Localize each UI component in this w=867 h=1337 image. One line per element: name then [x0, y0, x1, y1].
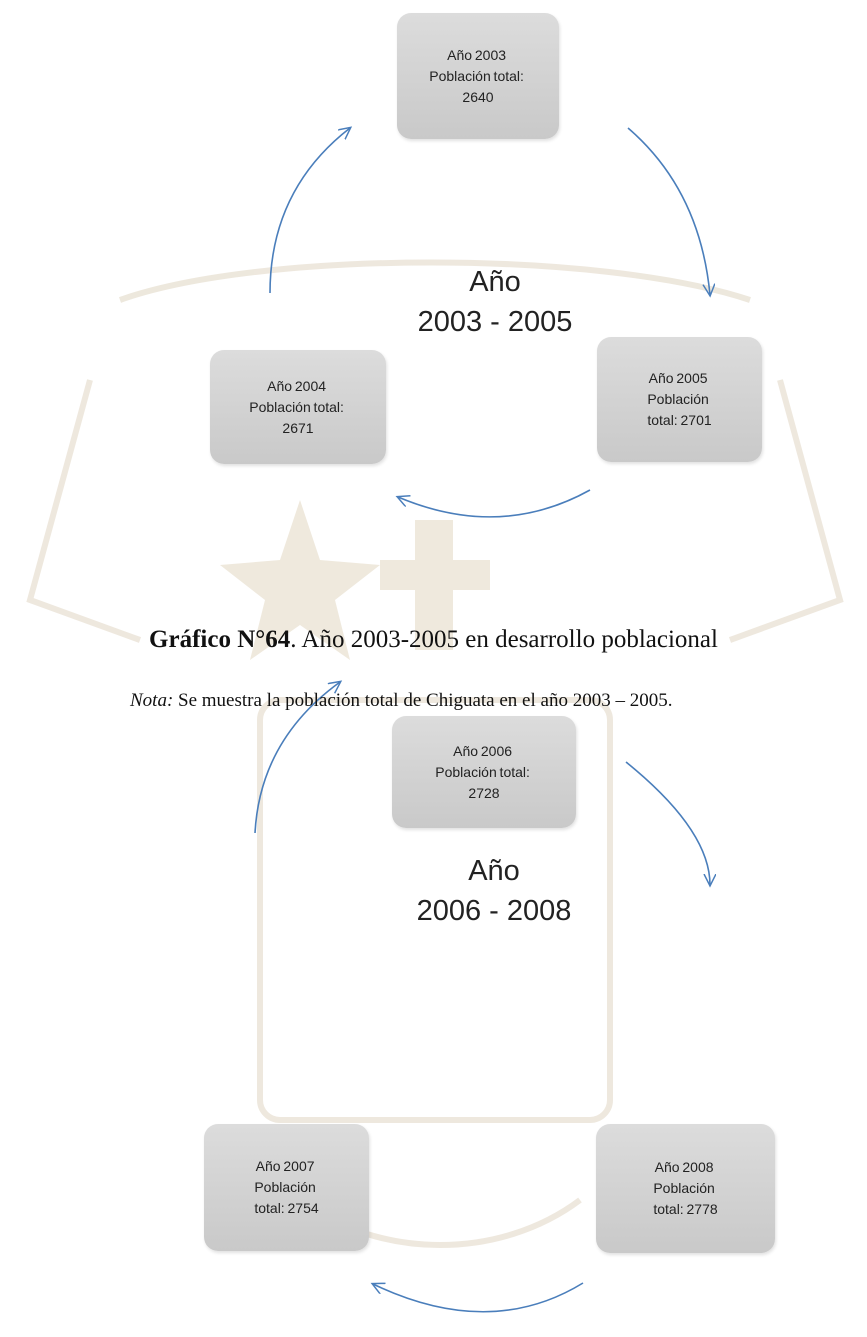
node-2005: Año 2005 Población total: 2701: [597, 337, 762, 462]
node-2003: Año 2003 Población total: 2640: [397, 13, 559, 139]
node-line: total: 2754: [254, 1200, 319, 1216]
figure-note: Nota: Se muestra la población total de C…: [130, 690, 867, 712]
node-line: Población: [653, 1180, 718, 1196]
figure-caption: Gráfico N°64. Año 2003-2005 en desarroll…: [0, 626, 867, 654]
center-line-2: 2003 - 2005: [417, 306, 573, 338]
center-line-1: Año: [468, 855, 520, 887]
arrow-left-to-top-2: [254, 682, 340, 834]
node-2008: Año 2008 Población total: 2778: [596, 1124, 775, 1253]
node-2006: Año 2006 Población total: 2728: [392, 716, 576, 828]
arrow-top-to-right-2: [625, 761, 710, 885]
cycle-center-label: Año 2003 - 2005: [390, 262, 600, 342]
node-line: 2671: [282, 419, 314, 436]
center-line-2: 2006 - 2008: [416, 895, 572, 927]
node-line: Año 2006: [453, 742, 515, 759]
node-line: Población total:: [429, 67, 527, 84]
node-line: Año 2004: [267, 377, 329, 394]
node-line: 2728: [468, 784, 500, 801]
node-line: Población: [254, 1179, 319, 1195]
node-line: total: 2778: [653, 1201, 718, 1217]
arrow-top-to-right: [627, 127, 710, 295]
node-2007: Año 2007 Población total: 2754: [204, 1124, 369, 1251]
node-line: Población total:: [249, 398, 347, 415]
arrow-right-to-left: [398, 489, 591, 518]
node-line: Población: [647, 391, 712, 407]
node-2004: Año 2004 Población total: 2671: [210, 350, 386, 464]
node-line: Año 2003: [447, 46, 509, 63]
node-line: Año 2005: [648, 370, 711, 386]
cycle-center-label: Año 2006 - 2008: [389, 851, 599, 931]
figure-note-text: Se muestra la población total de Chiguat…: [173, 690, 673, 711]
node-line: total: 2701: [647, 412, 712, 428]
node-line: 2640: [462, 88, 494, 105]
center-line-1: Año: [469, 266, 521, 298]
arrow-right-to-left-2: [373, 1282, 584, 1313]
figure-caption-label: Gráfico N°64: [149, 626, 291, 653]
node-line: Población total:: [435, 763, 533, 780]
node-line: Año 2008: [654, 1159, 717, 1175]
node-line: Año 2007: [255, 1158, 318, 1174]
figure-note-label: Nota:: [130, 690, 174, 711]
figure-caption-text: . Año 2003-2005 en desarrollo poblaciona…: [290, 626, 718, 653]
arrow-left-to-top: [269, 128, 350, 294]
